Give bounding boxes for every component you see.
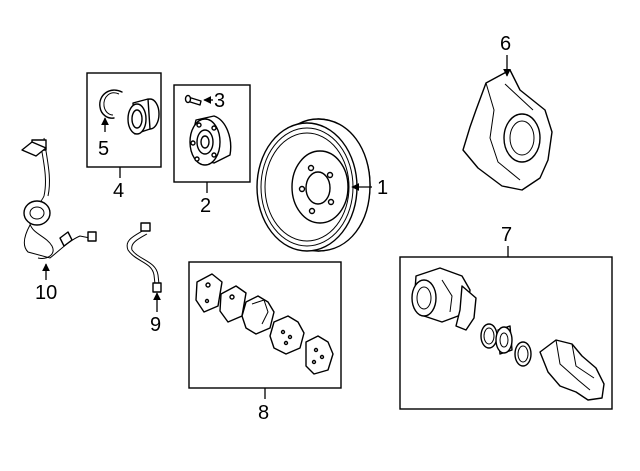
callout-1: 1 (377, 177, 388, 199)
brake-hose[interactable] (126, 222, 162, 293)
caliper-box[interactable] (399, 256, 613, 410)
callout-2: 2 (200, 195, 211, 217)
wheel-bearing[interactable] (127, 98, 160, 135)
pad-shim-outer[interactable] (195, 273, 223, 313)
brake-rotor[interactable] (256, 118, 371, 252)
callout-3: 3 (214, 90, 225, 112)
wheel-hub[interactable] (189, 115, 232, 166)
callout-8: 8 (258, 402, 269, 424)
piston-boot[interactable] (514, 341, 532, 367)
dust-shield[interactable] (462, 69, 553, 191)
callout-7: 7 (501, 224, 512, 246)
brake-pad-inner[interactable] (269, 315, 305, 355)
callout-9: 9 (150, 314, 161, 336)
callout-6: 6 (500, 33, 511, 55)
caliper-piston[interactable] (495, 325, 513, 355)
brake-pad-outer[interactable] (241, 295, 275, 335)
caliper-housing[interactable] (411, 267, 477, 331)
snap-ring[interactable] (99, 89, 123, 119)
pad-shim-back[interactable] (305, 335, 334, 375)
callout-10: 10 (35, 282, 57, 304)
caliper-bracket[interactable] (539, 339, 605, 401)
wheel-speed-sensor[interactable] (21, 137, 97, 259)
brake-pads-box[interactable] (188, 261, 342, 389)
hub-box[interactable]: 3 (173, 84, 251, 183)
callout-4: 4 (113, 180, 124, 202)
bearing-kit-box[interactable]: 5 (86, 72, 162, 168)
caliper-piston-seal[interactable] (480, 323, 498, 349)
callout-5: 5 (98, 138, 109, 160)
wheel-stud[interactable] (184, 94, 202, 106)
